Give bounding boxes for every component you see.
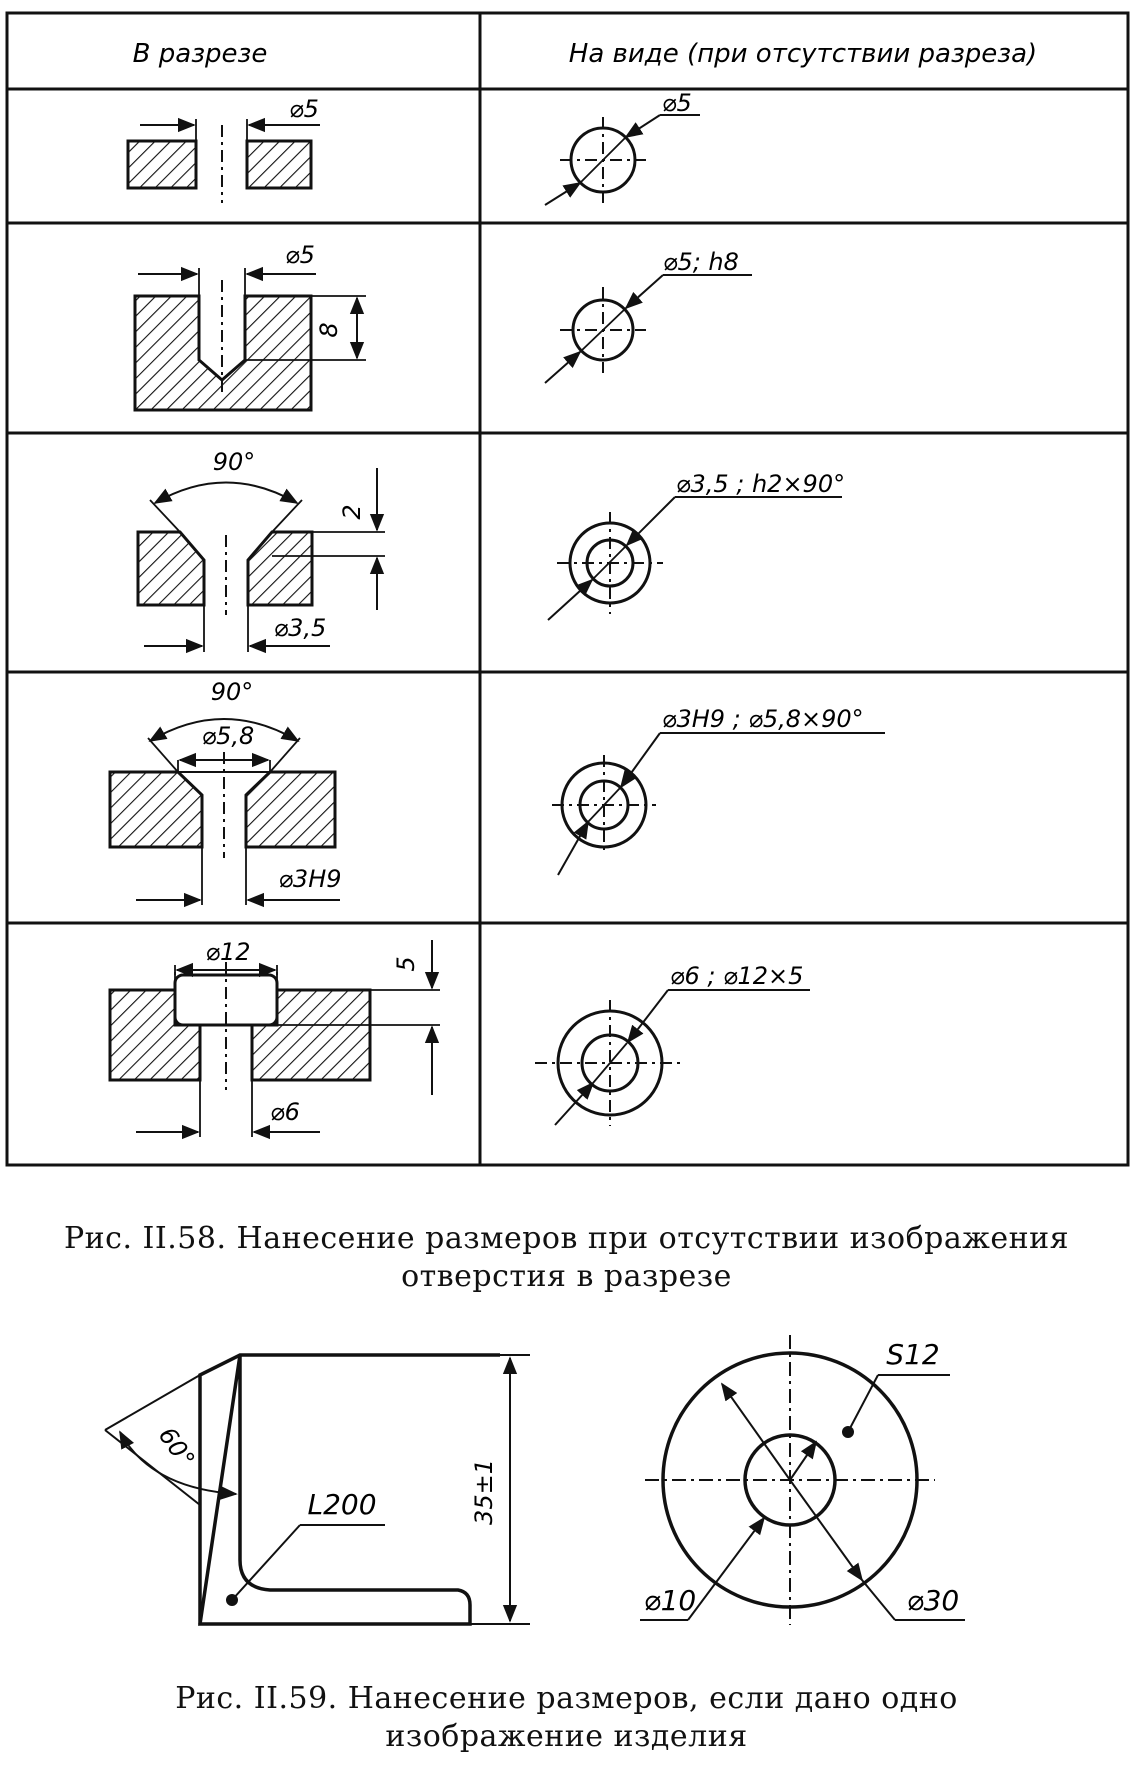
row3-view-drawing xyxy=(547,496,842,621)
row5-section-drawing xyxy=(108,940,440,1140)
figure-59-caption-line1: Рис. II.59. Нанесение размеров, если дан… xyxy=(175,1681,958,1716)
row2-section-drawing xyxy=(133,266,366,412)
figure-58-caption: Рис. II.58. Нанесение размеров при отсут… xyxy=(0,1220,1133,1296)
figure-59-caption: Рис. II.59. Нанесение размеров, если дан… xyxy=(0,1680,1133,1756)
figure-58-caption-line2: отверстия в разрезе xyxy=(401,1259,732,1294)
row5-section-dim-counterbore: ⌀12 xyxy=(206,938,251,966)
row3-section-drawing xyxy=(136,468,385,654)
row1-view-dim: ⌀5 xyxy=(662,89,692,117)
row1-section-drawing xyxy=(126,117,320,203)
row1-section-dim: ⌀5 xyxy=(289,95,319,123)
row2-view-dim: ⌀5; h8 xyxy=(663,248,739,276)
row2-view-drawing xyxy=(544,274,752,384)
row5-view-dim: ⌀6 ; ⌀12×5 xyxy=(670,962,803,990)
row3-section-dim-depth: 2 xyxy=(338,504,366,519)
row4-view-dim: ⌀3H9 ; ⌀5,8×90° xyxy=(662,705,864,733)
header-section: В разрезе xyxy=(133,39,268,69)
row2-section-dim-diameter: ⌀5 xyxy=(285,241,315,269)
row4-section-dim-angle: 90° xyxy=(211,678,254,706)
row4-view-drawing xyxy=(552,732,885,876)
row5-view-drawing xyxy=(535,989,810,1126)
row4-section-dim-hole: ⌀3H9 xyxy=(278,865,341,893)
row2-section-dim-depth: 8 xyxy=(315,322,343,337)
table-grid xyxy=(5,11,1130,1167)
row1-view-drawing xyxy=(544,114,700,206)
row3-view-dim: ⌀3,5 ; h2×90° xyxy=(676,470,845,498)
figure-58-caption-line1: Рис. II.58. Нанесение размеров при отсут… xyxy=(64,1221,1069,1256)
row5-section-dim-hole: ⌀6 xyxy=(270,1098,300,1126)
row4-section-dim-countersink: ⌀5,8 xyxy=(202,722,255,750)
row5-section-dim-depth: 5 xyxy=(392,956,420,971)
figure-59-caption-line2: изображение изделия xyxy=(385,1719,748,1754)
row3-section-dim-diameter: ⌀3,5 xyxy=(274,614,327,642)
row4-section-drawing xyxy=(108,718,340,908)
header-view: На виде (при отсутствии разреза) xyxy=(569,39,1037,69)
row3-section-dim-angle: 90° xyxy=(213,448,256,476)
